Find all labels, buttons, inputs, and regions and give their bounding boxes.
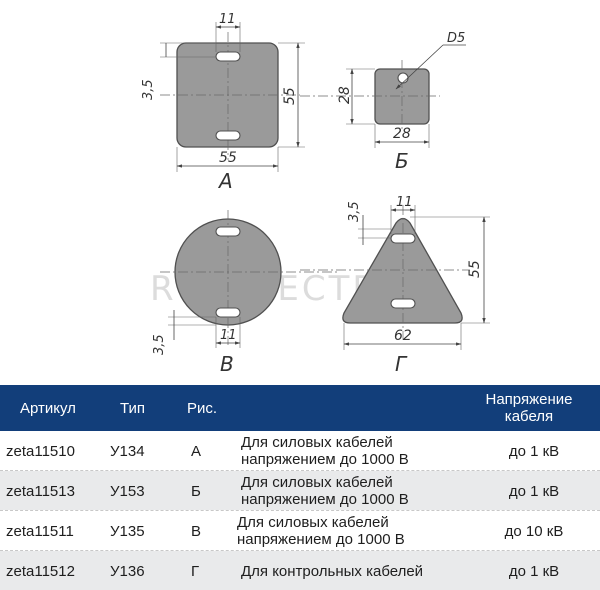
cell-purpose: Для силовых кабелей напряжением до 1000 …	[237, 514, 405, 548]
figure-b: D5 28 28 Б	[300, 31, 466, 173]
figure-a-caption: А	[217, 169, 233, 193]
header-article: Артикул	[20, 400, 76, 417]
table-row: zeta11512 У136 Г Для контрольных кабелей…	[0, 551, 600, 590]
dim-b-height: 28	[337, 86, 353, 104]
cell-purpose-line2: напряжением до 1000 В	[241, 491, 409, 508]
dim-a-slot-offset: 3,5	[141, 79, 156, 100]
cell-figure: А	[191, 443, 202, 460]
cell-type: У135	[110, 523, 145, 540]
figure-g: 11 3,5 55 62 Г	[300, 195, 490, 376]
dim-a-height: 55	[282, 87, 298, 105]
row-divider	[0, 510, 600, 511]
bottom-slot	[215, 307, 241, 318]
table-header: Артикул Тип Рис. Напряжение кабеля	[0, 385, 600, 431]
cell-figure: Б	[191, 483, 201, 500]
cell-article: zeta11511	[6, 523, 74, 540]
cell-figure: Г	[191, 563, 200, 580]
bottom-slot	[215, 130, 241, 141]
figure-g-caption: Г	[395, 352, 408, 376]
top-slot	[215, 226, 241, 237]
cell-purpose: Для силовых кабелей напряжением до 1000 …	[241, 434, 409, 468]
cell-purpose: Для контрольных кабелей	[241, 563, 424, 580]
header-voltage: Напряжение кабеля	[474, 391, 584, 425]
dim-g-slot-width: 11	[396, 195, 413, 210]
cell-figure: В	[191, 523, 202, 540]
row-divider	[0, 550, 600, 551]
hole	[397, 72, 409, 84]
cell-article: zeta11513	[6, 483, 75, 500]
cell-type: У134	[110, 443, 145, 460]
table-row: zeta11513 У153 Б Для силовых кабелей нап…	[0, 471, 600, 510]
technical-drawing: ROSELECTRIC 11 3,5 55 55 А	[141, 12, 490, 376]
cell-purpose-line1: Для силовых кабелей	[241, 434, 393, 451]
header-type: Тип	[120, 400, 146, 417]
cell-voltage: до 10 кВ	[504, 523, 564, 540]
bottom-slot	[390, 298, 416, 309]
figure-v: 3,5 11 В	[152, 210, 340, 376]
cell-voltage: до 1 кВ	[508, 483, 560, 500]
table-row: zeta11510 У134 А Для силовых кабелей нап…	[0, 431, 600, 470]
dim-g-slot-offset: 3,5	[347, 201, 362, 222]
header-voltage-line2: кабеля	[504, 408, 554, 425]
figure-b-caption: Б	[395, 149, 409, 173]
dim-g-base: 62	[394, 328, 412, 344]
cell-purpose-line1: Для силовых кабелей	[237, 514, 389, 531]
top-slot	[390, 233, 416, 244]
cell-voltage: до 1 кВ	[508, 443, 560, 460]
dim-g-height: 55	[467, 260, 483, 278]
dim-v-slot-offset: 3,5	[152, 334, 167, 355]
row-divider	[0, 470, 600, 471]
dim-b-width: 28	[393, 126, 411, 142]
dim-a-slot-width: 11	[219, 12, 236, 27]
top-slot	[215, 51, 241, 62]
cell-voltage: до 1 кВ	[508, 563, 560, 580]
dim-b-hole: D5	[447, 31, 465, 46]
cell-purpose-line2: напряжением до 1000 В	[241, 451, 409, 468]
table-row: zeta11511 У135 В Для силовых кабелей нап…	[0, 511, 600, 550]
figure-v-caption: В	[220, 352, 234, 376]
cell-purpose: Для силовых кабелей напряжением до 1000 …	[241, 474, 409, 508]
header-voltage-line1: Напряжение	[485, 391, 573, 408]
cell-purpose-line2: напряжением до 1000 В	[237, 531, 405, 548]
cell-type: У153	[110, 483, 145, 500]
figure-a: 11 3,5 55 55 А	[141, 12, 305, 193]
dim-v-slot-width: 11	[220, 328, 237, 343]
cell-article: zeta11512	[6, 563, 75, 580]
dim-a-width: 55	[219, 150, 237, 166]
header-figure: Рис.	[187, 400, 218, 417]
cell-article: zeta11510	[6, 443, 75, 460]
triangular-plate	[342, 217, 463, 324]
cell-type: У136	[110, 563, 145, 580]
products-table: Артикул Тип Рис. Напряжение кабеля zeta1…	[0, 385, 600, 590]
cell-purpose-line1: Для силовых кабелей	[241, 474, 393, 491]
